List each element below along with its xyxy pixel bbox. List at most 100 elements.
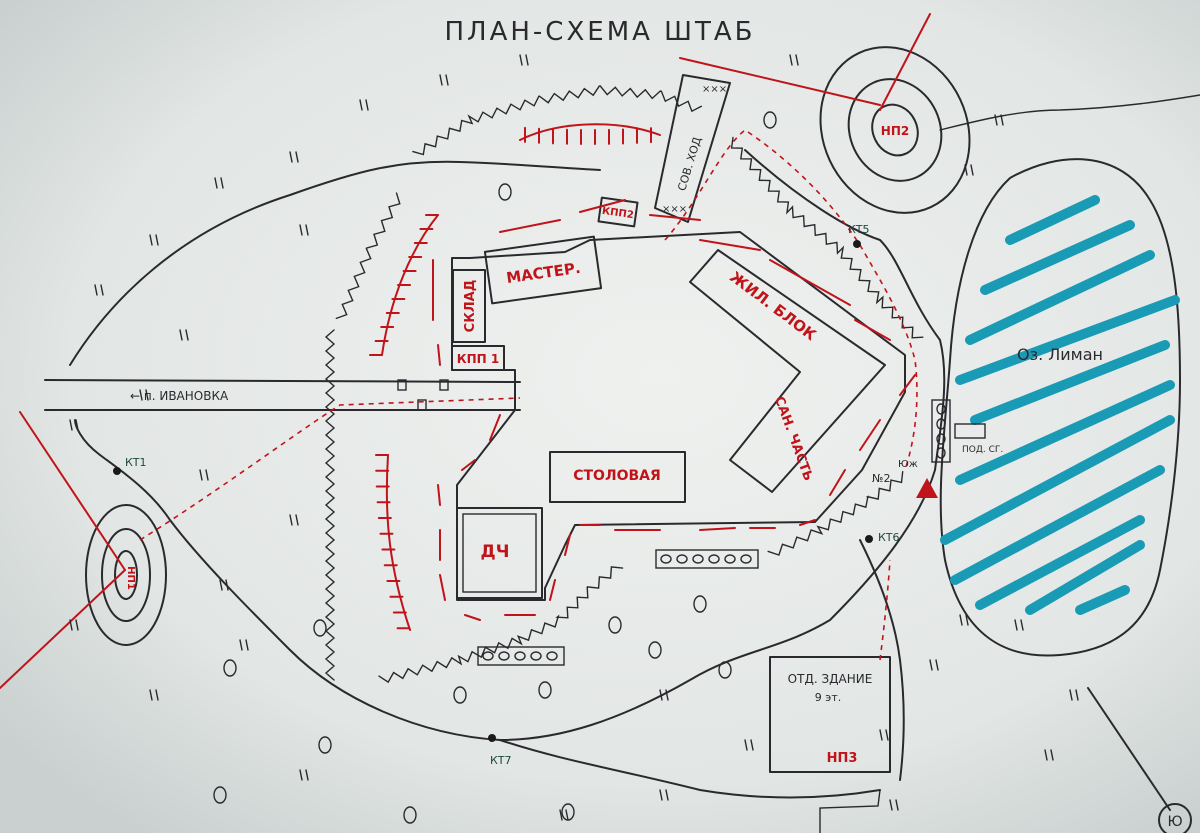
fence-west-vertical — [324, 329, 336, 681]
fence-southeast — [767, 471, 904, 556]
building-kpp2[interactable]: КПП2 — [597, 196, 639, 228]
grass-mark — [139, 389, 149, 401]
grass-mark — [94, 284, 104, 296]
vegetation-marks — [69, 54, 1079, 824]
kt1-label: КТ1 — [125, 456, 147, 469]
grass-mark — [69, 619, 79, 631]
fence-northeast — [730, 136, 924, 339]
trench-southwest — [385, 454, 411, 631]
lake-stripe — [980, 220, 1135, 295]
grass-mark — [239, 639, 249, 651]
hill-np1: НП1 — [85, 504, 167, 646]
observation-rays — [0, 13, 1171, 811]
np2-label: НП2 — [881, 124, 909, 138]
grass-mark — [149, 689, 159, 701]
grass-mark — [889, 799, 899, 811]
sandbag-row-east — [931, 399, 951, 463]
sandbag — [936, 433, 946, 445]
bush-mark — [538, 681, 552, 699]
bush-mark — [313, 619, 327, 637]
bush-mark — [693, 595, 707, 613]
building-otd-zdanie[interactable]: ОТД. ЗДАНИЕ 9 эт. НП3 — [769, 656, 891, 773]
bush-mark — [763, 111, 777, 129]
terrain-northeast — [939, 94, 1200, 131]
sandbag — [514, 651, 526, 661]
grass-mark — [179, 329, 189, 341]
sandbag-row-south — [655, 549, 759, 569]
grass-mark — [289, 514, 299, 526]
np2-ray-north — [879, 13, 931, 111]
grass-mark — [69, 419, 79, 431]
post-south-label: Юж — [898, 459, 918, 470]
road-top-edge — [44, 379, 521, 383]
lake-label: Оз. Лиман — [1017, 345, 1103, 364]
grass-mark — [219, 579, 229, 591]
building-kpp1[interactable]: КПП 1 — [451, 345, 505, 371]
grass-mark — [519, 54, 529, 66]
building-sklad-label: СКЛАД — [463, 280, 478, 333]
lake: Оз. Лиман — [939, 158, 1181, 657]
grass-mark — [789, 54, 799, 66]
np1-ray-north — [19, 411, 126, 571]
np3-label: НП3 — [827, 751, 858, 766]
terrain-south-ridge — [499, 739, 881, 799]
grass-mark — [964, 164, 974, 176]
otd-zdanie-floors: 9 эт. — [815, 691, 841, 704]
sandbag — [660, 554, 672, 564]
lake-stripe — [965, 250, 1155, 345]
bridge-structure — [954, 423, 986, 439]
lake-stripe — [955, 380, 1175, 485]
bridge-label: ПОД. СГ. — [962, 445, 1003, 455]
sandbag — [546, 651, 558, 661]
bush-mark — [453, 686, 467, 704]
grass-mark — [659, 689, 669, 701]
terrain-corner — [819, 789, 881, 833]
grass-mark — [214, 177, 224, 189]
grass-mark — [289, 151, 299, 163]
checkpoint-kt6: КТ6 — [865, 531, 900, 544]
building-dch-label: ДЧ — [481, 542, 510, 562]
grass-mark — [1044, 749, 1054, 761]
trench-x-marks-bottom: ××× — [662, 204, 687, 215]
bush-mark — [318, 736, 332, 754]
command-post-marker — [916, 478, 938, 498]
terrain-southeast — [859, 539, 905, 781]
grass-mark — [659, 789, 669, 801]
np1-ray-south — [0, 569, 126, 689]
road-barrier-3 — [439, 379, 449, 391]
bush-mark — [718, 661, 732, 679]
sandbag — [740, 554, 752, 564]
wire-fences — [324, 85, 924, 684]
sandbag — [692, 554, 704, 564]
grass-mark — [359, 99, 369, 111]
grass-mark — [1069, 689, 1079, 701]
lake-stripe — [970, 340, 1170, 425]
lake-stripe — [1075, 585, 1130, 615]
building-dch[interactable]: ДЧ — [456, 507, 543, 599]
building-stolovaya-label: СТОЛОВАЯ — [573, 468, 661, 484]
sandbag — [936, 447, 946, 459]
fence-north-arc — [412, 85, 703, 156]
bush-mark — [403, 806, 417, 824]
bush-mark — [223, 659, 237, 677]
bush-mark — [608, 616, 622, 634]
bush-mark — [648, 641, 662, 659]
grass-mark — [299, 769, 309, 781]
np1-label: НП1 — [125, 566, 136, 590]
grass-mark — [439, 74, 449, 86]
road-barrier-1 — [397, 379, 407, 391]
lake-stripe — [955, 295, 1180, 385]
building-sklad[interactable]: СКЛАД — [452, 269, 486, 343]
post-number-label: №2 — [872, 472, 890, 485]
grass-mark — [929, 659, 939, 671]
grass-mark — [149, 234, 159, 246]
map-title: ПЛАН-СХЕМА ШТАБ — [444, 17, 755, 47]
sandbag — [482, 651, 494, 661]
fence-west-diagonal — [335, 192, 401, 320]
lake-stripe — [975, 515, 1145, 610]
building-stolovaya[interactable]: СТОЛОВАЯ — [549, 451, 686, 503]
kt5-label: КТ5 — [848, 223, 870, 236]
